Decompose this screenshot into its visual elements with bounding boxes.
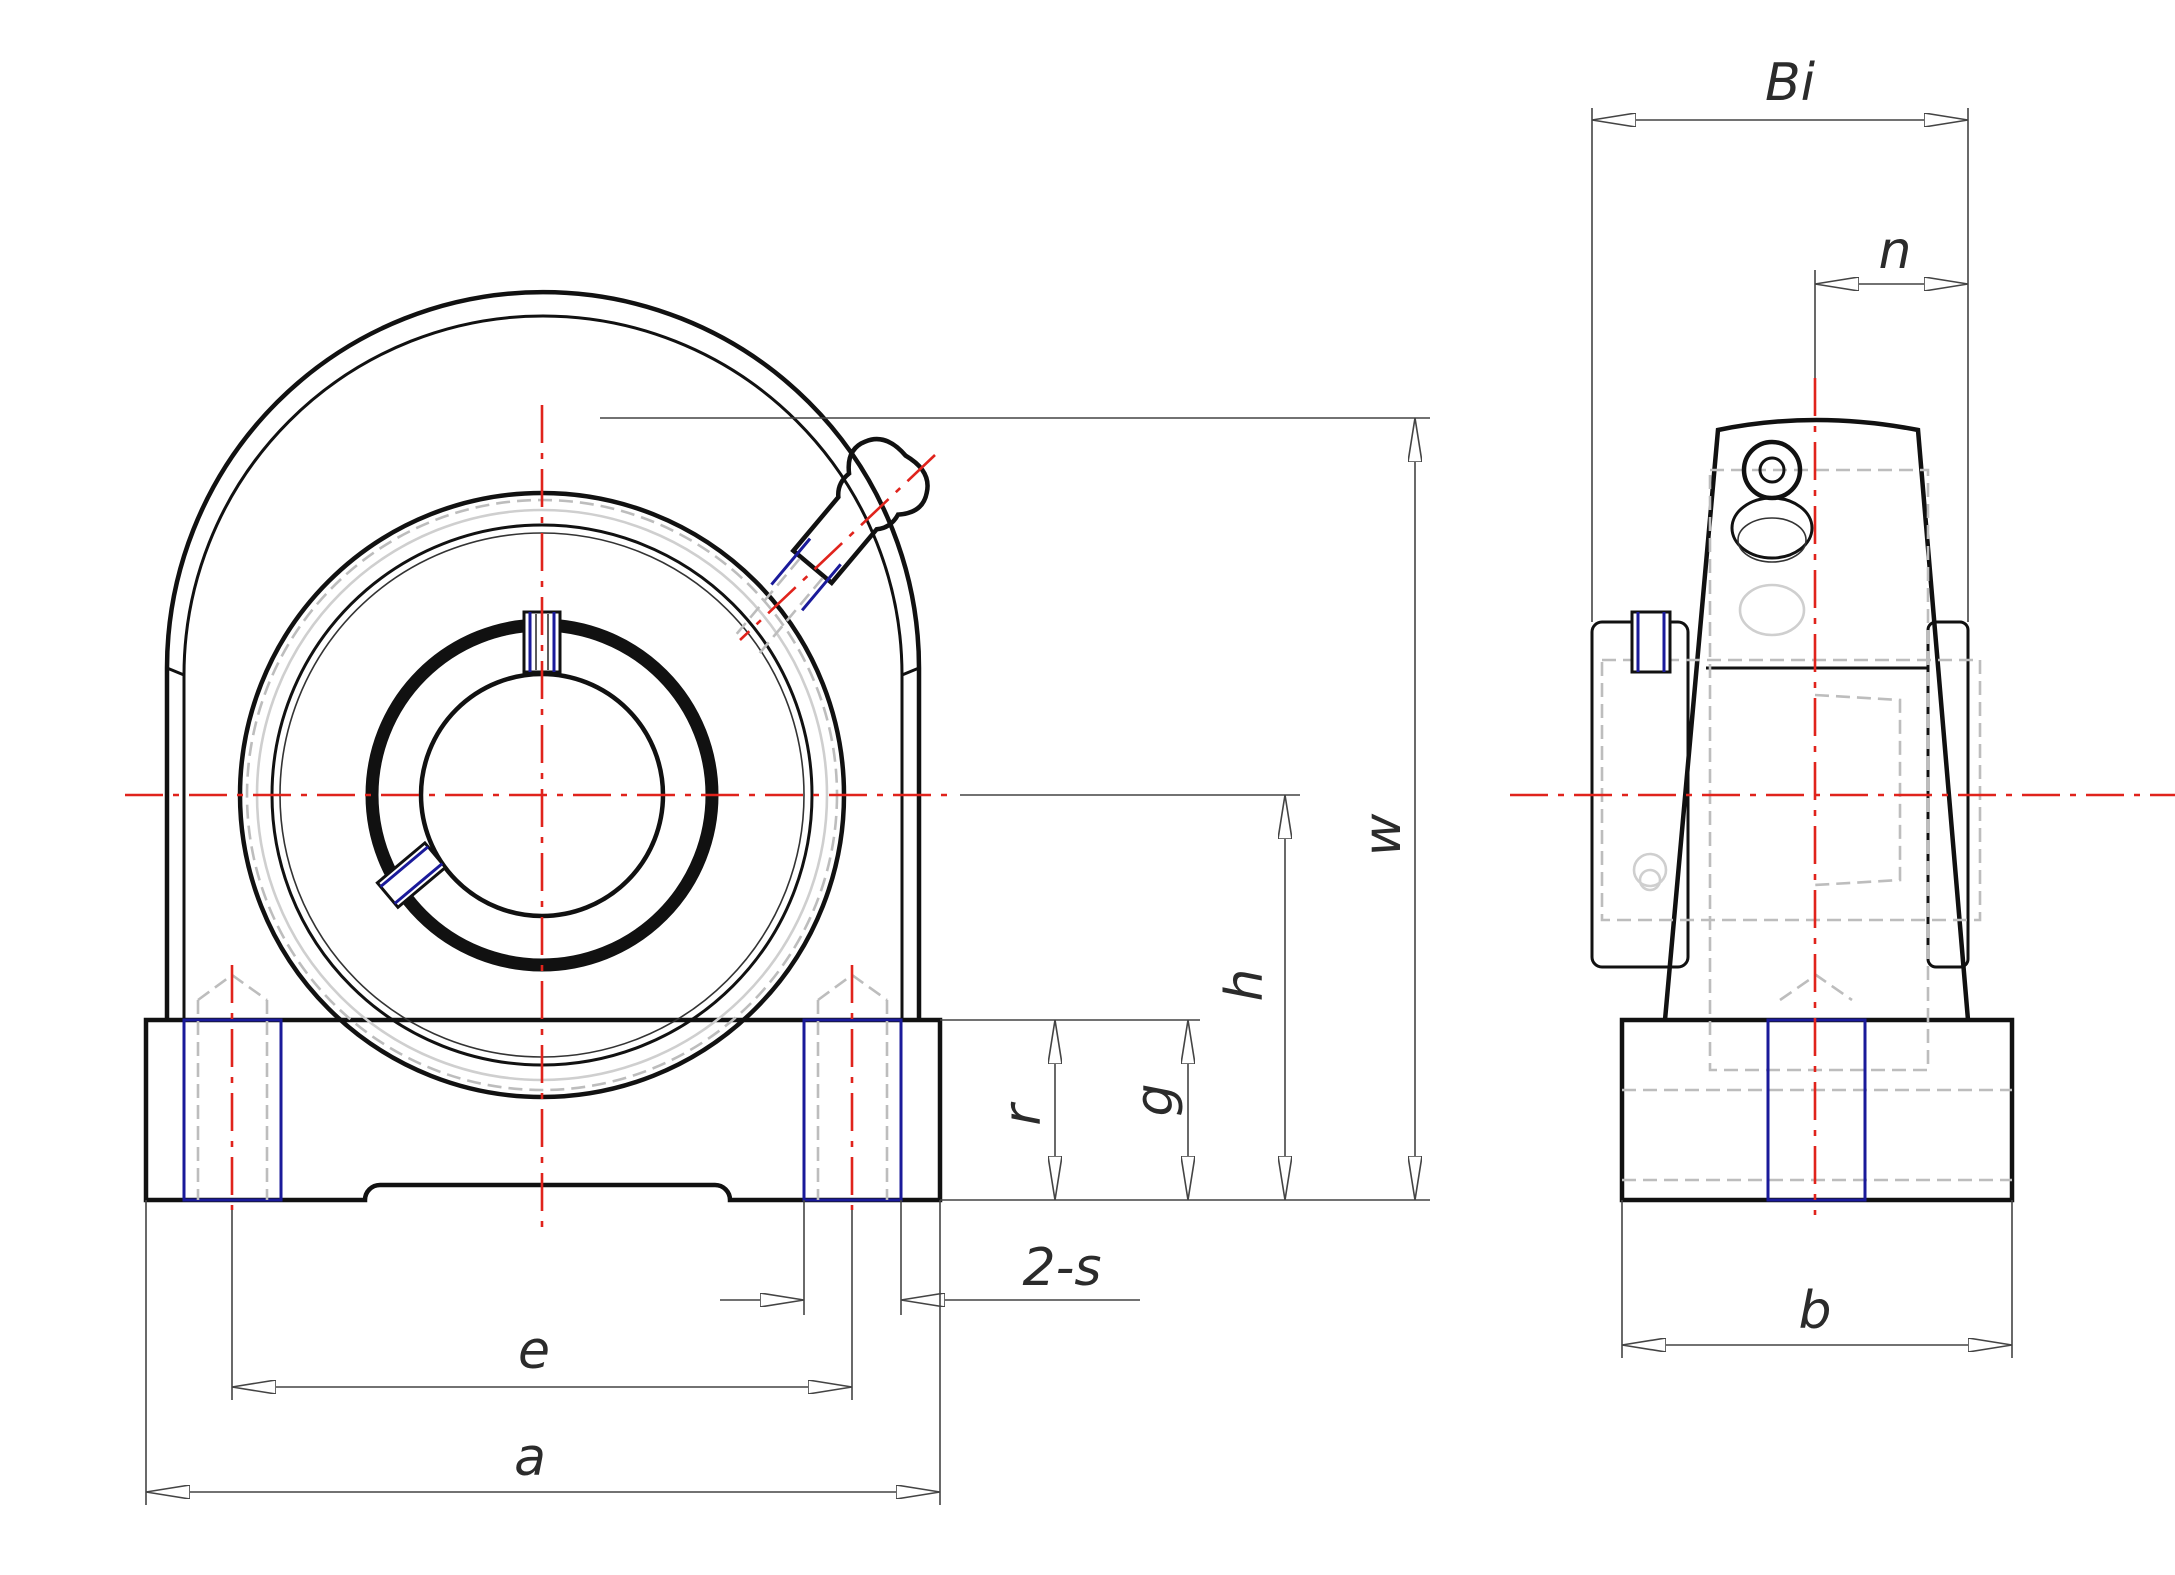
side-view bbox=[1510, 378, 2175, 1215]
housing-outline bbox=[164, 289, 922, 1020]
label-2-s: 2-s bbox=[1023, 1238, 1102, 1298]
front-view bbox=[125, 289, 955, 1235]
label-g: g bbox=[1125, 1083, 1185, 1116]
dimensions: w h r g 2-s e a Bi n b bbox=[145, 53, 2013, 1505]
label-bi: Bi bbox=[1765, 53, 1816, 113]
side-mounting-hole bbox=[1766, 1018, 1867, 1202]
label-r: r bbox=[993, 1101, 1053, 1126]
label-a: a bbox=[514, 1428, 546, 1488]
label-w: w bbox=[1353, 813, 1413, 856]
grease-nipple-icon bbox=[735, 436, 930, 654]
housing-inner-outline bbox=[182, 314, 904, 1020]
side-housing bbox=[1662, 417, 1971, 1021]
label-n: n bbox=[1879, 221, 1912, 281]
label-h: h bbox=[1215, 969, 1275, 1002]
mounting-hole-right bbox=[802, 965, 903, 1210]
set-screw-side bbox=[375, 840, 448, 910]
side-base bbox=[1619, 1017, 2015, 1203]
side-grease-nipple-icon bbox=[1730, 439, 1814, 637]
label-b: b bbox=[1798, 1281, 1831, 1341]
mounting-hole-left bbox=[182, 965, 283, 1210]
housing-base bbox=[143, 1017, 943, 1203]
label-e: e bbox=[518, 1321, 550, 1381]
side-set-screw bbox=[1630, 610, 1672, 892]
